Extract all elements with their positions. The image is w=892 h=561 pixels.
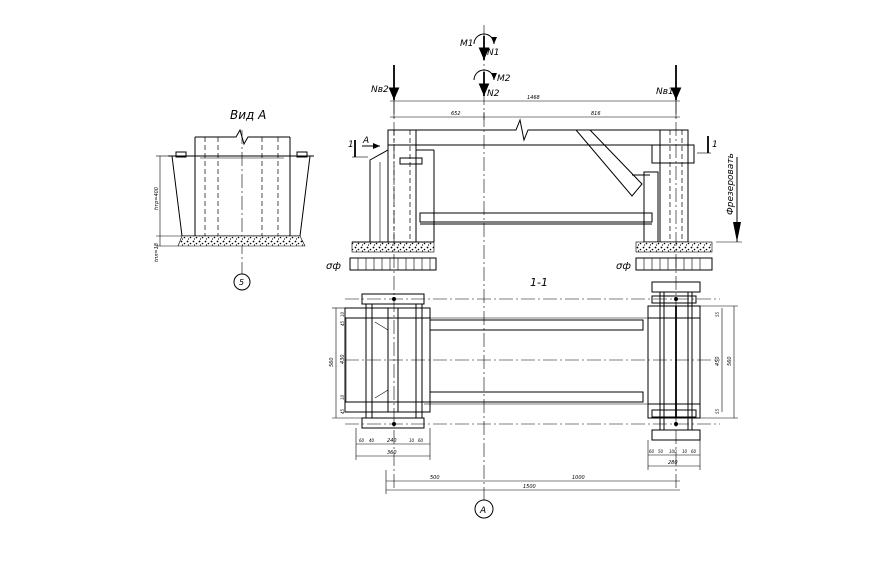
- right-dim-bot: 55: [715, 408, 720, 414]
- left-dim-inner: 430: [340, 354, 346, 364]
- left-bottom-d4: 10: [409, 438, 415, 443]
- left-bottom-d5: 60: [418, 438, 424, 443]
- axis-mark-a-label: А: [479, 506, 486, 516]
- right-dim-top: 55: [715, 311, 720, 317]
- load-nv2: Nв2: [371, 85, 389, 95]
- view-a: Вид А hтр=400 tпл=18 5: [154, 108, 314, 291]
- left-bottom-d2: 40: [369, 438, 375, 443]
- right-bottom-d4: 10: [682, 449, 688, 454]
- pressure-right: [635, 257, 713, 271]
- load-n2: N2: [487, 89, 500, 99]
- left-bottom-total: 360: [387, 450, 397, 456]
- section-mark-left: 1: [348, 140, 354, 150]
- view-a-title: Вид А: [230, 108, 266, 122]
- left-bottom-d3: 240: [387, 438, 397, 444]
- load-m2: M2: [497, 74, 511, 84]
- load-m1: M1: [460, 39, 474, 49]
- dim-1468: 1468: [527, 95, 540, 101]
- right-dim-inner: 450: [715, 356, 721, 366]
- load-nv1: Nв1: [656, 87, 674, 97]
- plan-dim-total: 1500: [523, 484, 536, 490]
- axis-mark-5-label: 5: [239, 278, 244, 287]
- right-bottom-total: 280: [668, 460, 678, 466]
- left-dim-bot-a: 10: [340, 394, 345, 400]
- axis-marker-a: [474, 499, 494, 519]
- section-1-1: 1-1: [329, 276, 738, 519]
- section-title: 1-1: [530, 276, 548, 289]
- left-dim-top-a: 10: [340, 311, 345, 317]
- pressure-left: [349, 257, 437, 271]
- left-bottom-d1: 60: [359, 438, 365, 443]
- load-n1: N1: [487, 48, 499, 58]
- section-mark-right: 1: [712, 140, 718, 150]
- right-bottom-d2: 50: [658, 449, 664, 454]
- right-bottom-d1: 60: [649, 449, 655, 454]
- dim-816: 816: [591, 111, 601, 117]
- plan-dim-right: 1000: [572, 475, 585, 481]
- axis-marker-5: [233, 273, 251, 291]
- left-dim-total: 560: [329, 357, 335, 367]
- stress-right: σф: [616, 261, 631, 272]
- left-dim-bot-b: 45: [340, 408, 345, 414]
- view-a-dim-bottom: tпл=18: [154, 243, 160, 262]
- right-bottom-d5: 60: [691, 449, 697, 454]
- milling-note: Фрезеровать: [726, 153, 736, 215]
- stress-left: σф: [326, 261, 341, 272]
- elevation-view: M1 N1 M2 N2 Nв2 Nв1 1468 652 816 1 1 А: [326, 25, 742, 500]
- view-a-dim-top: hтр=400: [154, 187, 160, 210]
- right-bottom-d3: 100: [669, 449, 677, 454]
- right-dim-total: 560: [727, 356, 733, 366]
- plan-dim-left: 500: [430, 475, 440, 481]
- left-dim-top-b: 45: [340, 320, 345, 326]
- dim-652: 652: [451, 111, 461, 117]
- view-a-arrow-label: А: [362, 136, 369, 146]
